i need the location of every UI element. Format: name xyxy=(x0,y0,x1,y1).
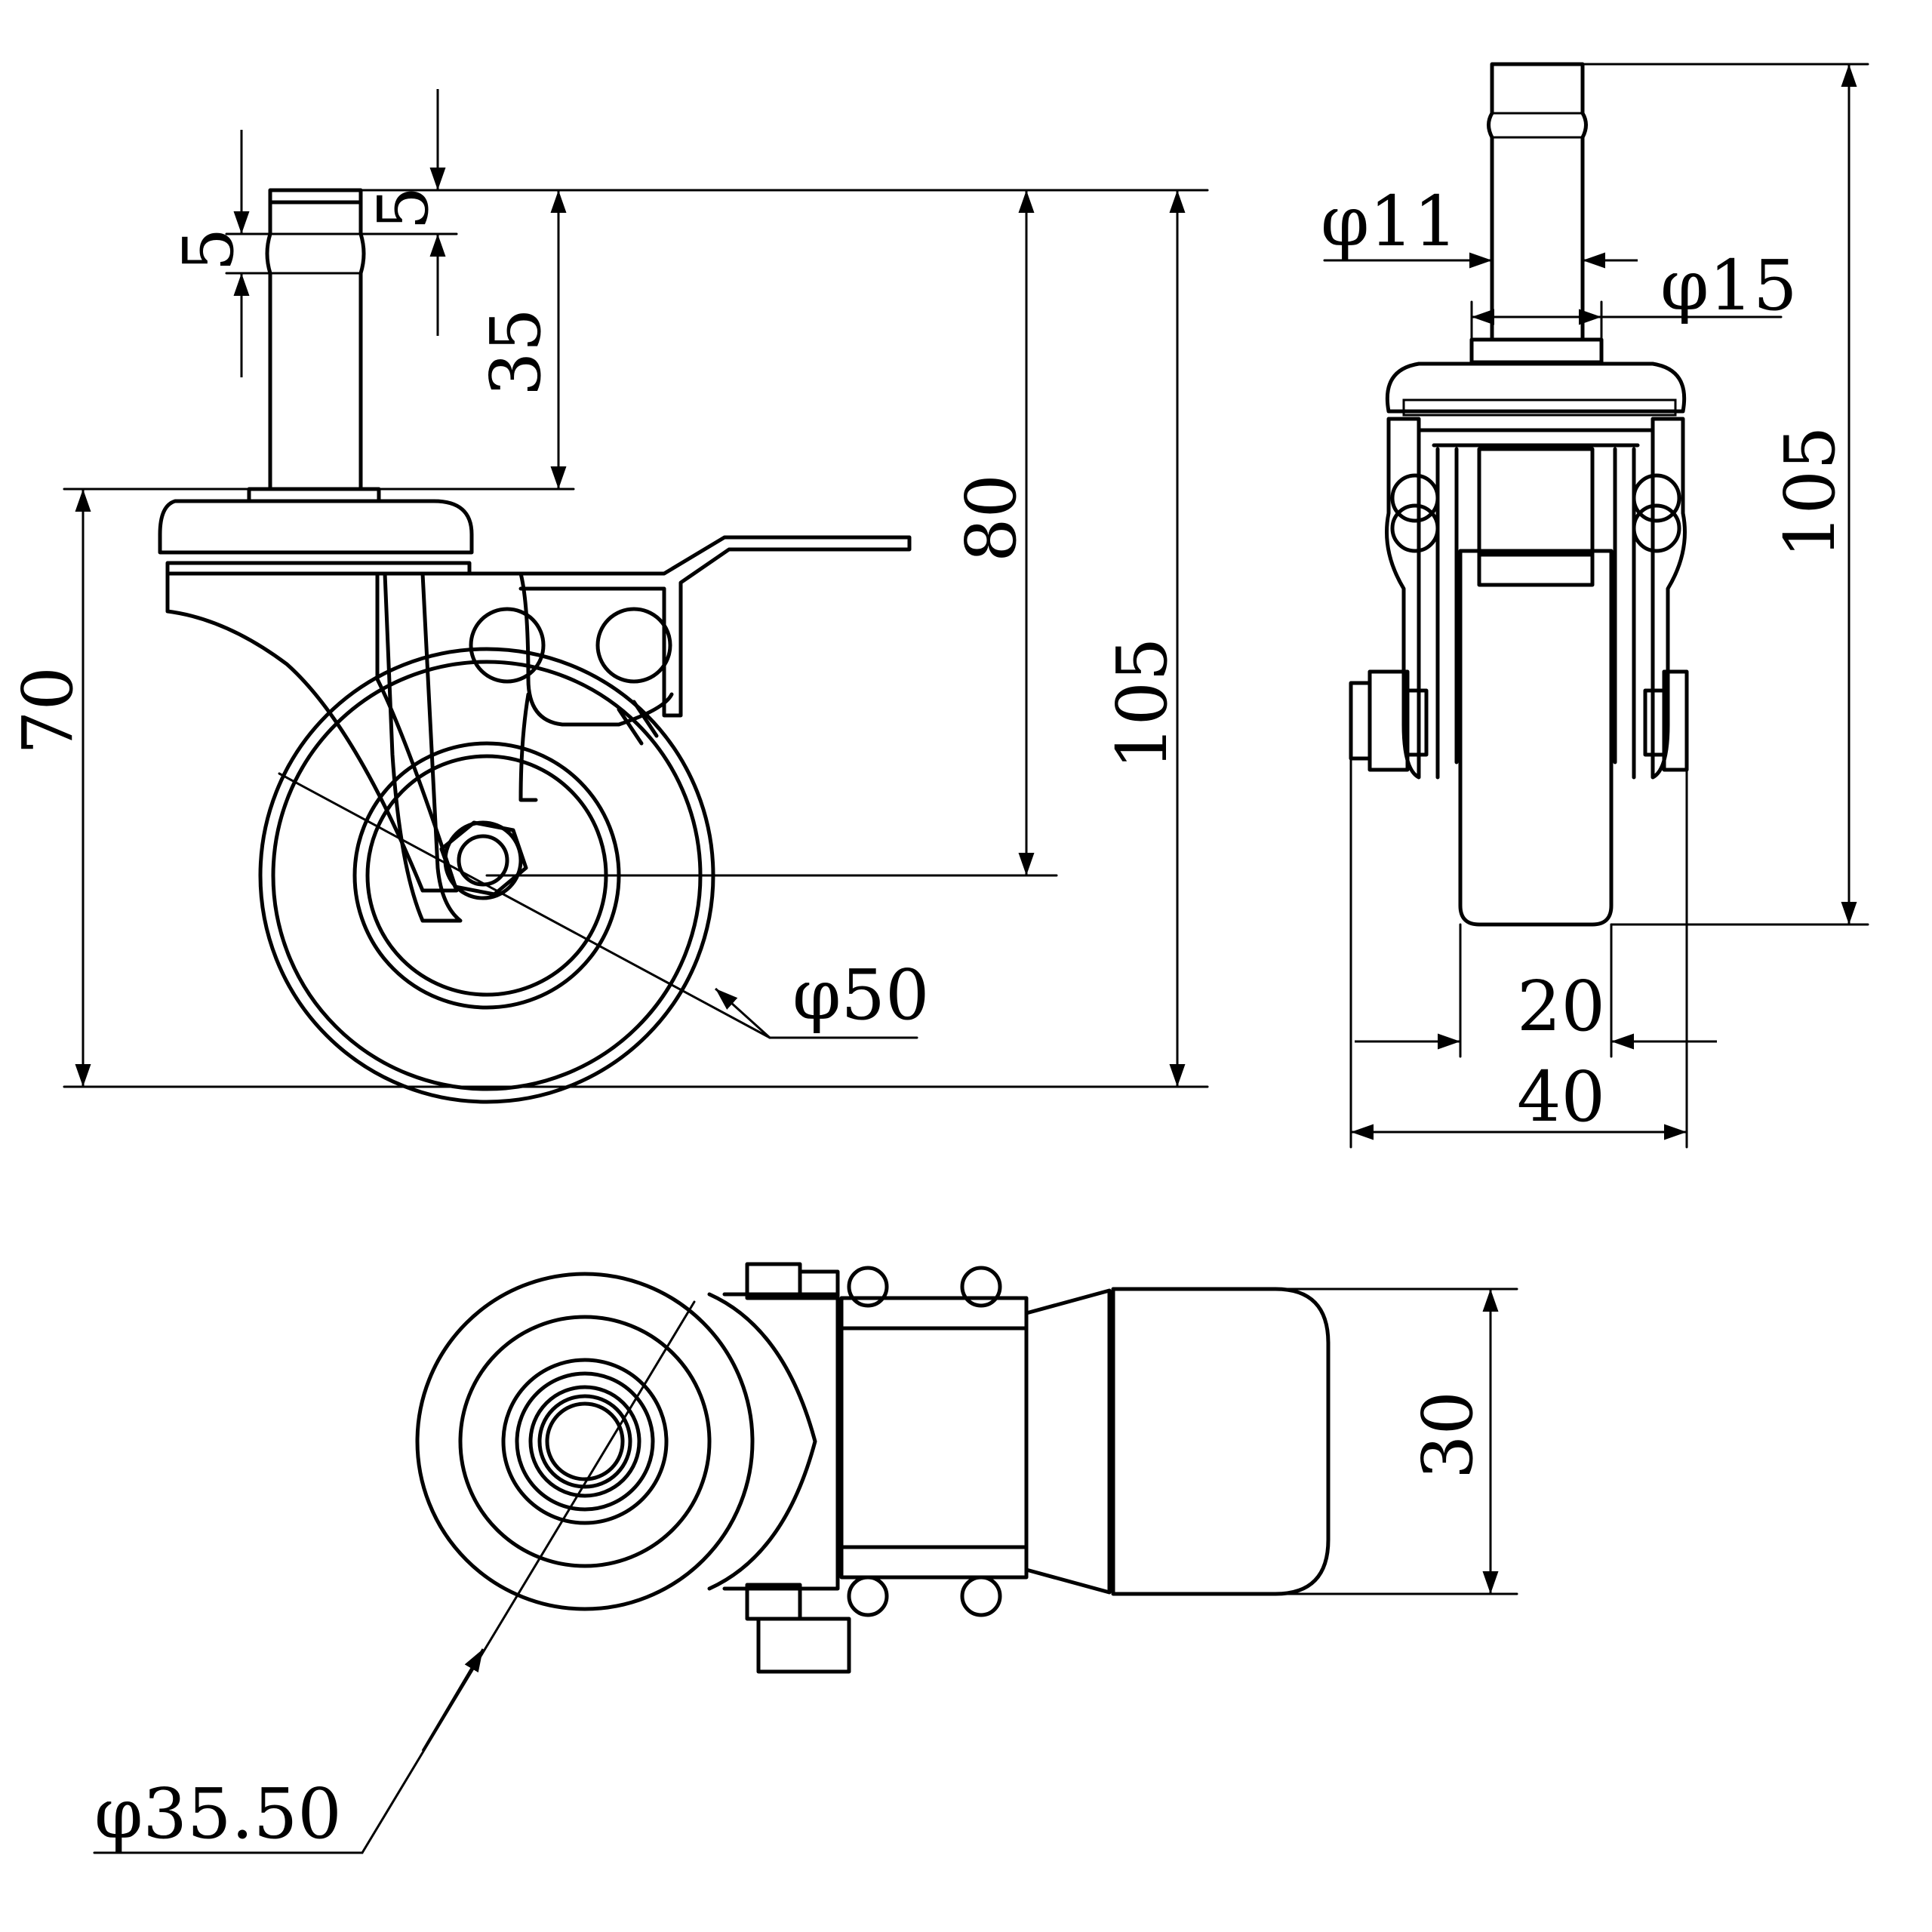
dim-top-hub-diameter: φ35.50 xyxy=(94,1774,342,1854)
front-view xyxy=(158,188,1058,1104)
dim-overall-width: 40 xyxy=(1517,1057,1605,1137)
dim-height-to-axle: 80 xyxy=(951,474,1032,562)
dim-pin-groove-bottom: 5 xyxy=(168,227,249,272)
top-fork xyxy=(707,1288,1112,1595)
top-brake-pad xyxy=(1111,1287,1331,1596)
dim-wheel-diameter: φ50 xyxy=(792,955,929,1035)
dim-side-collar-diameter: φ15 xyxy=(1660,245,1797,326)
top-hub-leader xyxy=(361,1300,696,1854)
front-axle-nut xyxy=(439,820,528,900)
front-stem-pin xyxy=(247,188,381,503)
dim-wheel-width: 20 xyxy=(1517,966,1605,1047)
front-dimension-lines xyxy=(63,89,1209,1088)
top-wheel xyxy=(415,1272,755,1611)
dim-pin-length: 35 xyxy=(475,308,556,396)
side-top-plate xyxy=(1385,361,1687,414)
side-wheel xyxy=(1458,549,1614,927)
front-wheel-leader xyxy=(278,772,771,1039)
top-view xyxy=(93,1262,1331,1854)
front-top-plate xyxy=(158,499,474,555)
top-bolt-heads xyxy=(745,1262,1002,1674)
top-dimension-lines xyxy=(1274,1287,1518,1595)
side-bracket xyxy=(1385,417,1687,780)
front-fork-arm xyxy=(383,571,463,923)
dim-side-overall-height: 105 xyxy=(1770,426,1850,558)
dim-side-pin-diameter: φ11 xyxy=(1321,181,1457,262)
dim-top-view-width: 30 xyxy=(1407,1391,1488,1479)
side-view xyxy=(1349,62,1689,927)
dim-pin-groove-top: 5 xyxy=(363,186,444,230)
side-axle-nuts xyxy=(1349,669,1689,772)
dim-overall-height: 105 xyxy=(1102,637,1183,770)
dim-bracket-height: 70 xyxy=(8,666,88,755)
side-dimension-lines xyxy=(1323,63,1869,1149)
